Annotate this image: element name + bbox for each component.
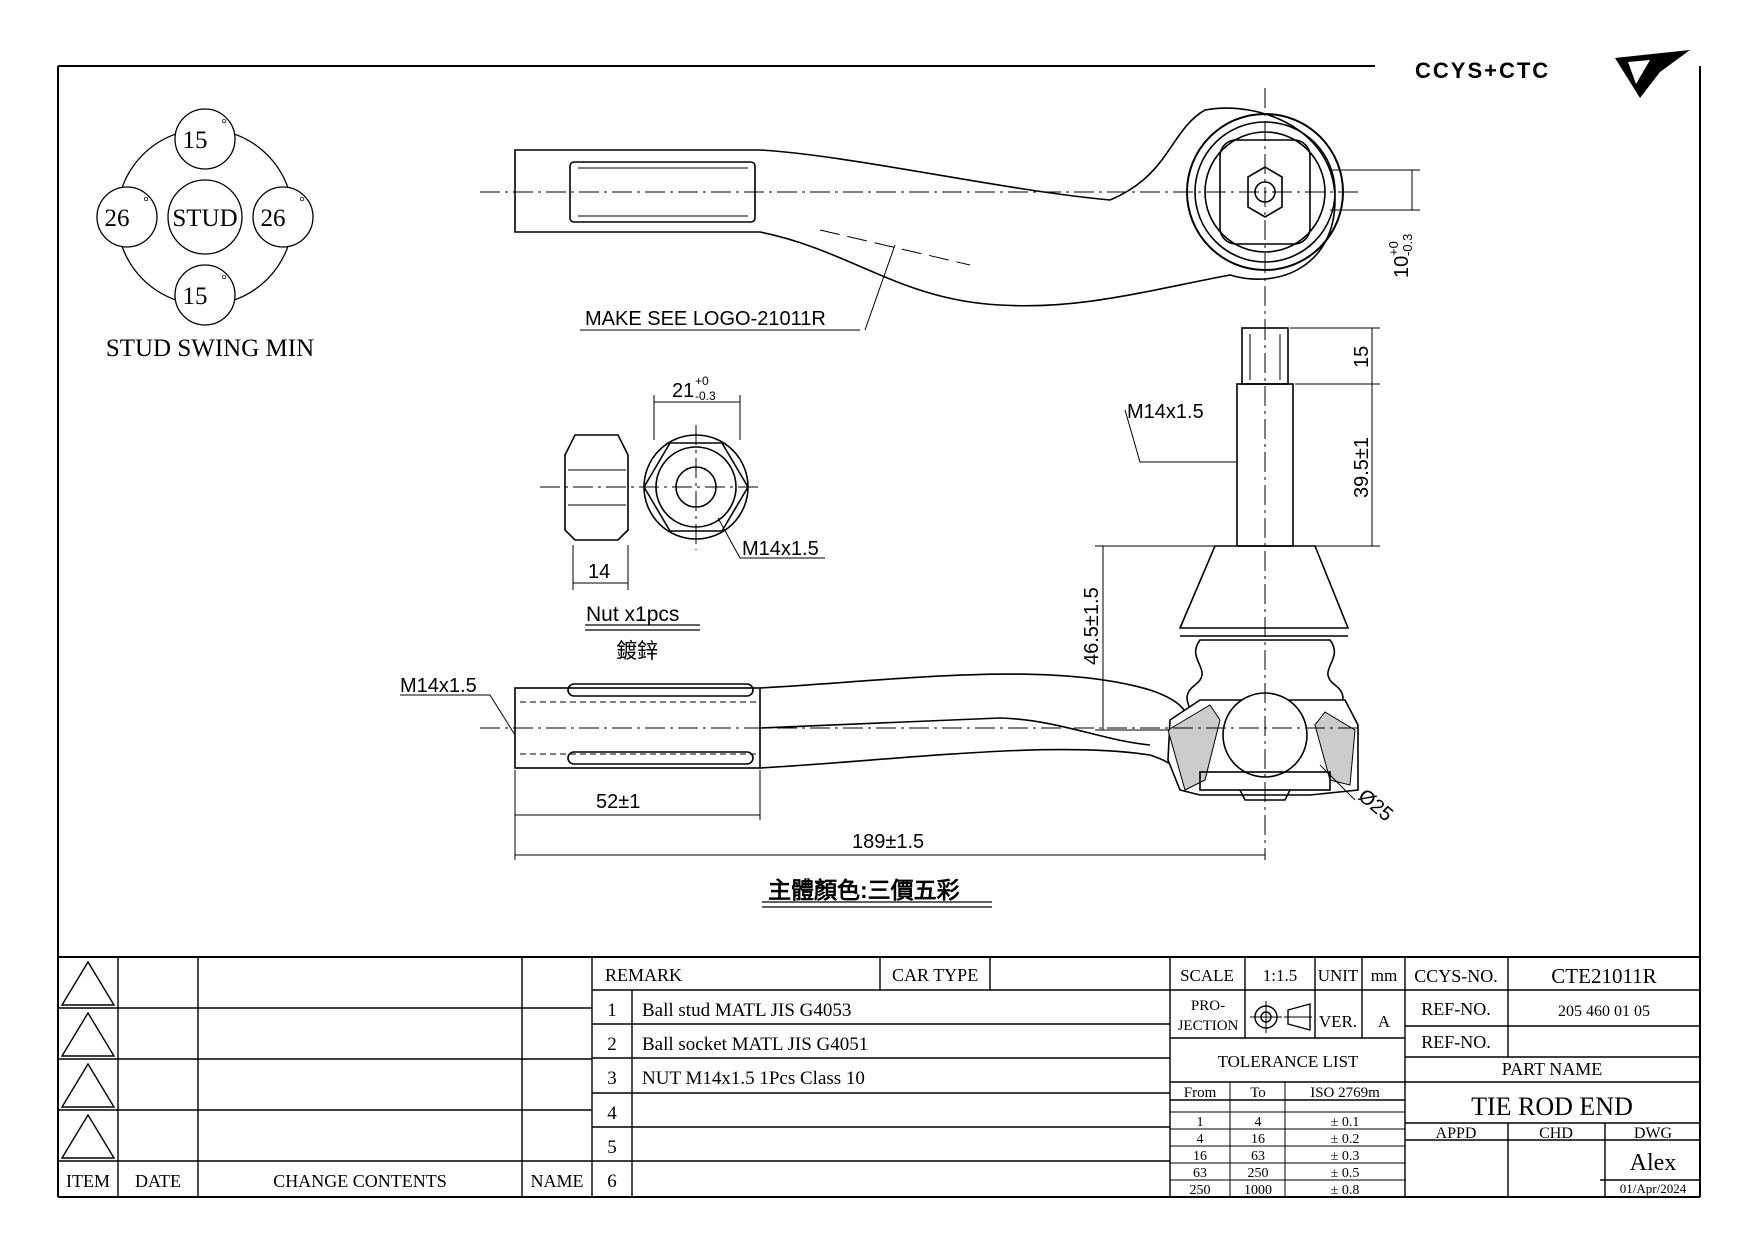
unit-label: UNIT bbox=[1318, 966, 1359, 985]
ccys-no-label: CCYS-NO. bbox=[1414, 966, 1498, 986]
swing-bottom-value: 15 bbox=[183, 283, 208, 310]
tolerance-tol-cell: ± 0.2 bbox=[1331, 1132, 1360, 1147]
nut-height-dim: 14 bbox=[588, 561, 610, 583]
nut-width-tol-lower: -0.3 bbox=[695, 389, 716, 403]
tolerance-to-cell: 250 bbox=[1248, 1166, 1269, 1181]
spec-block bbox=[1170, 957, 1406, 1197]
tolerance-to-cell: 4 bbox=[1255, 1115, 1262, 1130]
tolerance-from-cell: 250 bbox=[1190, 1183, 1211, 1198]
nut-finish: 鍍鋅 bbox=[616, 640, 658, 663]
swing-left-value: 26 bbox=[105, 205, 130, 232]
chd-label: CHD bbox=[1539, 1125, 1573, 1142]
logo-note: MAKE SEE LOGO-21011R bbox=[585, 308, 826, 330]
ccys-ctc-logo: CCYS+CTC bbox=[1415, 50, 1690, 98]
side-view bbox=[400, 320, 1380, 908]
tolerance-tol-cell: ± 0.1 bbox=[1331, 1115, 1360, 1130]
title-block bbox=[1405, 957, 1700, 1197]
ccys-no-value: CTE21011R bbox=[1551, 964, 1656, 988]
col-date-header: DATE bbox=[135, 1171, 181, 1191]
scale-value: 1:1.5 bbox=[1263, 966, 1297, 985]
remark-row-number: 2 bbox=[607, 1034, 617, 1055]
projection-label-line2: JECTION bbox=[1178, 1018, 1239, 1034]
ref-no-label: REF-NO. bbox=[1421, 999, 1491, 1019]
remark-label: REMARK bbox=[605, 965, 682, 985]
stud-swing-diagram bbox=[96, 108, 314, 326]
tol-from-header: From bbox=[1184, 1085, 1217, 1101]
tolerance-to-cell: 63 bbox=[1251, 1149, 1265, 1164]
tolerance-tol-cell: ± 0.8 bbox=[1331, 1183, 1360, 1198]
ball-diameter-dim: Ø25 bbox=[1354, 785, 1397, 826]
rod-thread-label: M14x1.5 bbox=[400, 675, 477, 697]
ref-no-label-2: REF-NO. bbox=[1421, 1032, 1491, 1052]
ref-no-value: 205 460 01 05 bbox=[1558, 1003, 1650, 1020]
thread-length-dim: 52±1 bbox=[596, 791, 640, 813]
logo-mark-icon bbox=[1615, 50, 1690, 98]
part-name-label: PART NAME bbox=[1502, 1059, 1602, 1079]
tol-to-header: To bbox=[1250, 1085, 1266, 1101]
part-name: TIE ROD END bbox=[1471, 1092, 1633, 1121]
nut-width-dim: 21 bbox=[672, 380, 694, 402]
scale-label: SCALE bbox=[1180, 966, 1234, 985]
projection-label-line1: PRO- bbox=[1191, 998, 1225, 1014]
remark-row-number: 3 bbox=[607, 1068, 617, 1089]
nut-views bbox=[540, 395, 825, 631]
tolerance-to-cell: 16 bbox=[1251, 1132, 1265, 1147]
nut-width-tol-upper: +0 bbox=[695, 374, 709, 388]
degree-mark: ° bbox=[299, 195, 305, 210]
stud-length-dim: 39.5±1 bbox=[1351, 437, 1373, 498]
swing-center-label: STUD bbox=[172, 205, 237, 232]
tolerance-from-cell: 4 bbox=[1197, 1132, 1204, 1147]
remark-row-number: 6 bbox=[607, 1171, 617, 1192]
tol-iso-header: ISO 2769m bbox=[1310, 1085, 1380, 1101]
swing-right-value: 26 bbox=[261, 205, 286, 232]
tolerance-from-cell: 63 bbox=[1193, 1166, 1207, 1181]
tolerance-title: TOLERANCE LIST bbox=[1218, 1052, 1359, 1071]
remark-row-text: NUT M14x1.5 1Pcs Class 10 bbox=[642, 1068, 865, 1089]
car-type-label: CAR TYPE bbox=[892, 965, 978, 985]
tolerance-from-cell: 1 bbox=[1197, 1115, 1204, 1130]
remark-block bbox=[592, 957, 1171, 1197]
col-change-header: CHANGE CONTENTS bbox=[273, 1171, 447, 1191]
dwg-label: DWG bbox=[1634, 1125, 1673, 1142]
nut-thread-label: M14x1.5 bbox=[742, 538, 819, 560]
overall-length-dim: 189±1.5 bbox=[852, 831, 924, 853]
remark-row-number: 1 bbox=[607, 1000, 617, 1021]
degree-mark: ° bbox=[143, 195, 149, 210]
remark-row-text: Ball stud MATL JIS G4053 bbox=[642, 1000, 851, 1021]
remark-row-number: 4 bbox=[607, 1103, 617, 1124]
ver-label: VER. bbox=[1319, 1012, 1357, 1031]
col-item-header: ITEM bbox=[66, 1171, 110, 1191]
revision-block bbox=[58, 956, 1700, 1197]
col-name-header: NAME bbox=[531, 1171, 584, 1191]
swing-top-value: 15 bbox=[183, 127, 208, 154]
eye-width-tol-upper: +0 bbox=[1386, 241, 1401, 256]
eye-width-dim: 10 bbox=[1391, 256, 1413, 278]
tolerance-tol-cell: ± 0.5 bbox=[1331, 1166, 1360, 1181]
tolerance-from-cell: 16 bbox=[1193, 1149, 1207, 1164]
unit-value: mm bbox=[1371, 966, 1397, 985]
stud-tip-dim: 15 bbox=[1351, 346, 1373, 368]
tolerance-tol-cell: ± 0.3 bbox=[1331, 1149, 1360, 1164]
main-color-note: 主體顏色:三價五彩 bbox=[768, 877, 960, 903]
drawing-date: 01/Apr/2024 bbox=[1620, 1181, 1687, 1196]
logo-text: CCYS+CTC bbox=[1415, 58, 1550, 83]
ver-value: A bbox=[1378, 1012, 1391, 1031]
drawn-by: Alex bbox=[1630, 1150, 1677, 1176]
taper-height-dim: 46.5±1.5 bbox=[1081, 587, 1103, 665]
degree-mark: ° bbox=[221, 273, 227, 288]
remark-row-number: 5 bbox=[607, 1137, 617, 1158]
swing-caption: STUD SWING MIN bbox=[106, 335, 314, 362]
stud-thread-label: M14x1.5 bbox=[1127, 401, 1204, 423]
remark-row-text: Ball socket MATL JIS G4051 bbox=[642, 1034, 868, 1055]
nut-title: Nut x1pcs bbox=[586, 603, 679, 626]
top-view bbox=[480, 88, 1420, 331]
appd-label: APPD bbox=[1436, 1125, 1477, 1142]
degree-mark: ° bbox=[221, 117, 227, 132]
tolerance-to-cell: 1000 bbox=[1244, 1183, 1272, 1198]
eye-width-tol-lower: -0.3 bbox=[1400, 234, 1415, 256]
